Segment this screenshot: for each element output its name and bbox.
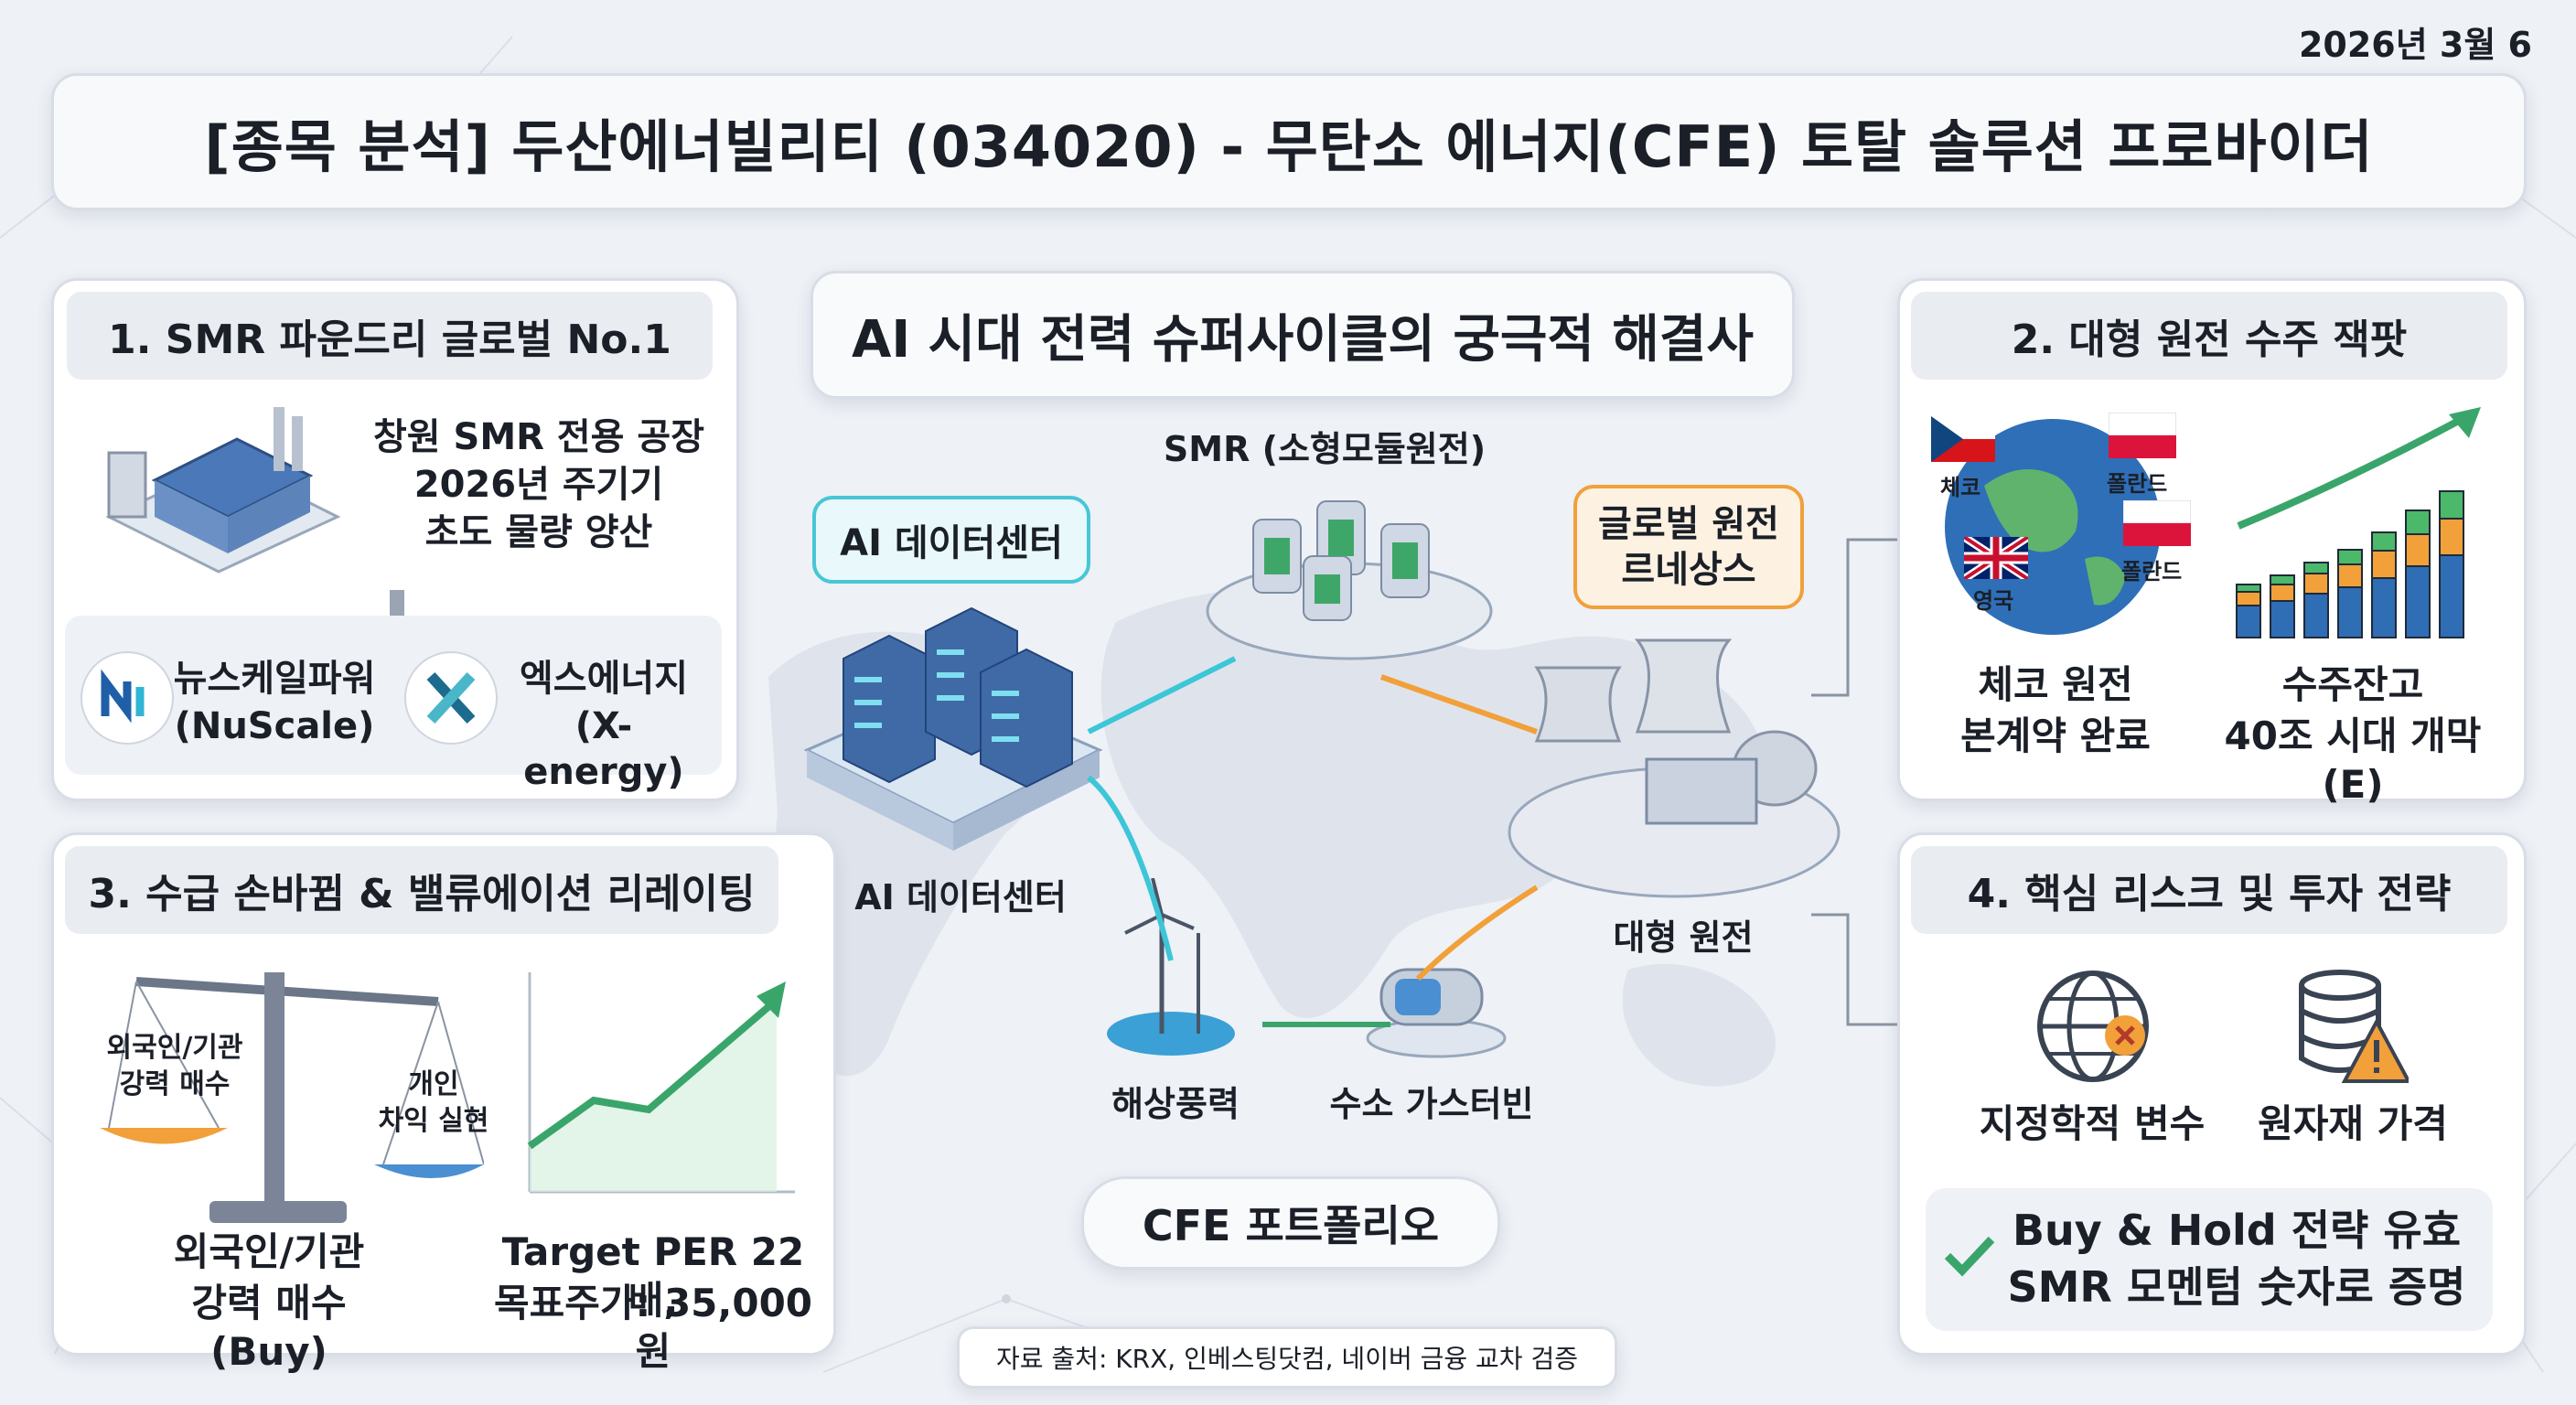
server-rack-icon xyxy=(803,606,1103,851)
backlog-bar-segment xyxy=(2303,573,2329,595)
nuscale-logo-icon xyxy=(80,651,174,745)
backlog-bar-segment xyxy=(2337,563,2363,588)
growth-arrow xyxy=(2237,413,2469,530)
backlog-bar-segment xyxy=(2270,574,2295,585)
backlog-bar-segment xyxy=(2303,593,2329,638)
backlog-bar-segment xyxy=(2405,533,2431,567)
report-date: 2026년 3월 6 xyxy=(2298,25,2532,65)
panel3-heading: 3. 수급 손바뀜 & 밸류에이션 리레이팅 xyxy=(65,846,778,934)
balance-scale-icon xyxy=(100,972,484,1223)
backlog-bar-segment xyxy=(2371,531,2397,552)
source-text: 자료 출처: KRX, 인베스팅닷컴, 네이버 금융 교차 검증 xyxy=(996,1344,1578,1374)
nuclear-renaissance-text: 글로벌 원전 르네상스 xyxy=(1598,503,1779,591)
strategy-box: Buy & Hold 전략 유효 SMR 모멘텀 숫자로 증명 xyxy=(1926,1188,2493,1331)
left-pan-line1: 외국인/기관 xyxy=(106,1032,243,1064)
factory-line2: 2026년 주기기 xyxy=(413,464,664,506)
backlog-bar-segment xyxy=(2236,591,2261,606)
czech-label: 체코 xyxy=(1940,475,1981,500)
czech-flag-icon xyxy=(1931,416,1995,462)
uk-label: 영국 xyxy=(1973,588,2014,614)
backlog-line1: 수주잔고 xyxy=(2281,662,2424,707)
backlog-bar-segment xyxy=(2236,605,2261,638)
cfe-portfolio-button[interactable]: CFE 포트폴리오 xyxy=(1081,1176,1500,1270)
hydrogen-turbine-icon xyxy=(1366,968,1507,1058)
backlog-bar-segment xyxy=(2371,577,2397,638)
strategy-line1: Buy & Hold 전략 유효 xyxy=(2012,1206,2462,1255)
backlog-bar-segment xyxy=(2439,554,2464,638)
strategy-line2: SMR 모멘텀 숫자로 증명 xyxy=(2007,1262,2466,1312)
factory-line3: 초도 물량 양산 xyxy=(424,511,653,553)
smr-label: SMR (소형모듈원전) xyxy=(1163,429,1487,469)
target-per: Target PER 22배, xyxy=(501,1229,805,1323)
czech-contract-line1: 체코 원전 xyxy=(1978,662,2133,707)
panel-smr-foundry: 1. SMR 파운드리 글로벌 No.1 창원 SMR 전용 공장 2026년 … xyxy=(51,278,739,801)
backlog-bar-segment xyxy=(2270,600,2295,638)
nuscale-english: (NuScale) xyxy=(174,705,375,747)
backlog-line2: 40조 시대 개막 (E) xyxy=(2224,713,2482,807)
panel4-heading: 4. 핵심 리스크 및 투자 전략 xyxy=(1911,846,2507,934)
ai-datacenter-bubble: AI 데이터센터 xyxy=(812,496,1090,584)
smr-reactor-icon xyxy=(1206,500,1493,660)
uk-flag-icon xyxy=(1964,537,2028,579)
connector-lines xyxy=(1811,538,1897,1026)
poland-flag-icon-2 xyxy=(2123,500,2191,546)
panel2-heading: 2. 대형 원전 수주 잭팟 xyxy=(1911,292,2507,380)
backlog-bar-segment xyxy=(2236,584,2261,593)
poland-flag-icon xyxy=(2109,413,2176,458)
nuclear-renaissance-bubble: 글로벌 원전 르네상스 xyxy=(1573,485,1804,609)
x-energy-logo-icon xyxy=(404,651,498,745)
backlog-bar-segment xyxy=(2405,565,2431,638)
factory-icon xyxy=(105,407,341,574)
factory-line1: 창원 SMR 전용 공장 xyxy=(373,416,704,458)
left-pan-line2: 강력 매수 xyxy=(119,1068,231,1100)
backlog-bar-segment xyxy=(2439,518,2464,556)
growth-arrow-head xyxy=(2449,407,2481,438)
ai-datacenter-label: AI 데이터센터 xyxy=(854,877,1067,917)
poland-label-1: 폴란드 xyxy=(2107,471,2168,497)
globe-risk-icon xyxy=(2037,971,2149,1082)
nuscale-name: 뉴스케일파워 xyxy=(173,658,376,700)
target-price: 목표주가: 35,000원 xyxy=(493,1281,813,1374)
headline: AI 시대 전력 슈퍼사이클의 궁극적 해결사 xyxy=(852,309,1754,370)
backlog-bar-segment xyxy=(2270,584,2295,602)
commodity-warning-icon xyxy=(2299,970,2409,1083)
checkmark-icon xyxy=(1944,1236,1995,1277)
right-pan-line2: 차익 실현 xyxy=(378,1105,489,1137)
title-banner: [종목 분석] 두산에너빌리티 (034020) - 무탄소 에너지(CFE) … xyxy=(51,73,2527,210)
page-title: [종목 분석] 두산에너빌리티 (034020) - 무탄소 에너지(CFE) … xyxy=(204,113,2374,180)
backlog-bar-segment xyxy=(2337,586,2363,638)
backlog-bar-segment xyxy=(2371,550,2397,579)
panel-supply-demand: 3. 수급 손바뀜 & 밸류에이션 리레이팅 외국인/기관 강력 매수 개인 차… xyxy=(51,832,836,1374)
panel1-heading: 1. SMR 파운드리 글로벌 No.1 xyxy=(67,292,713,380)
backlog-bar-segment xyxy=(2405,509,2431,535)
x-energy-english: (X-energy) xyxy=(523,705,684,793)
hydrogen-label: 수소 가스터빈 xyxy=(1329,1084,1534,1124)
cfe-portfolio-label: CFE 포트폴리오 xyxy=(1142,1201,1440,1250)
order-backlog-chart xyxy=(2236,407,2481,638)
nuclear-plant-icon xyxy=(1508,638,1841,898)
czech-contract-line2: 본계약 완료 xyxy=(1960,713,2151,758)
globe-icon xyxy=(1945,419,2161,635)
wind-label: 해상풍력 xyxy=(1111,1084,1240,1124)
ai-datacenter-bubble-text: AI 데이터센터 xyxy=(840,522,1063,564)
panel-large-nuclear: 2. 대형 원전 수주 잭팟 체코 폴란드 폴란드 영국 체코 원전 본계약 완… xyxy=(1897,278,2527,807)
source-note: 자료 출처: KRX, 인베스팅닷컴, 네이버 금융 교차 검증 xyxy=(957,1326,1617,1389)
buy-line2: 강력 매수 (Buy) xyxy=(191,1281,347,1374)
poland-label-2: 폴란드 xyxy=(2121,559,2183,585)
backlog-bar-segment xyxy=(2303,562,2329,574)
risk-commodity: 원자재 가격 xyxy=(2258,1101,2448,1146)
energy-flow-arrows xyxy=(1087,656,1539,1027)
right-pan-line1: 개인 xyxy=(408,1068,459,1100)
panel-risk-strategy: 4. 핵심 리스크 및 투자 전략 지정학적 변수 원자재 가격 Buy & H… xyxy=(1897,832,2527,1356)
x-energy-name: 엑스에너지 xyxy=(520,658,688,700)
partners-box: 뉴스케일파워 (NuScale) 엑스에너지 (X-energy) xyxy=(65,616,722,793)
nuclear-label: 대형 원전 xyxy=(1613,917,1754,958)
headline-card: AI 시대 전력 슈퍼사이클의 궁극적 해결사 xyxy=(810,271,1795,399)
backlog-bar-segment xyxy=(2439,490,2464,520)
backlog-bar-segment xyxy=(2337,549,2363,565)
price-uptrend-chart xyxy=(527,972,795,1194)
risk-geopolitics: 지정학적 변수 xyxy=(1979,1101,2206,1146)
buy-line1: 외국인/기관 xyxy=(173,1229,365,1274)
